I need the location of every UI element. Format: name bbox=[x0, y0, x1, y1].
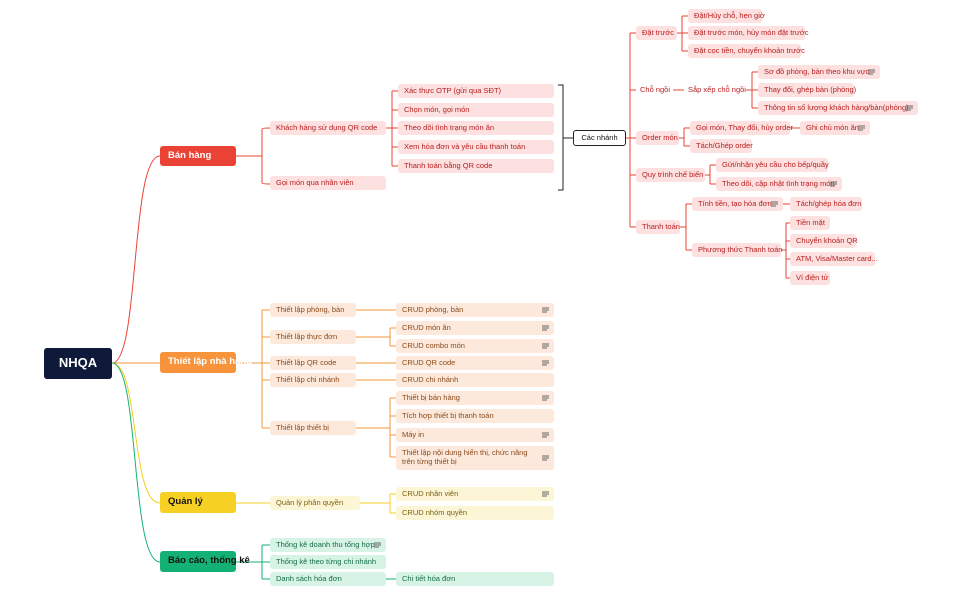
note-icon bbox=[771, 201, 778, 207]
note-icon bbox=[858, 125, 865, 131]
branch-ban-hang[interactable]: Bán hàng bbox=[160, 146, 236, 166]
node-pt-item[interactable]: ATM, Visa/Master card... bbox=[790, 252, 878, 266]
node-crud-nhan-vien[interactable]: CRUD nhân viên bbox=[396, 487, 554, 501]
note-icon bbox=[542, 455, 549, 461]
note-icon bbox=[542, 307, 549, 313]
node-thiet-lap-chi-nhanh[interactable]: Thiết lập chi nhánh bbox=[270, 373, 356, 387]
node-sap-xep-cho-ngoi[interactable]: Sắp xếp chỗ ngồi bbox=[688, 84, 746, 94]
node-crud-phong-ban[interactable]: CRUD phòng, bàn bbox=[396, 303, 554, 317]
branch-thiet-lap-nha-hang[interactable]: Thiết lập nhà hàng bbox=[160, 352, 252, 373]
note-icon bbox=[542, 432, 549, 438]
node-dat-truoc-item[interactable]: Đặt/Hủy chỗ, hẹn giờ bbox=[688, 9, 765, 23]
node-tach-ghep-order[interactable]: Tách/Ghép order bbox=[690, 139, 753, 153]
node-crud-combo-mon[interactable]: CRUD combo món bbox=[396, 339, 554, 353]
node-chi-tiet-hoa-don[interactable]: Chi tiết hóa đơn bbox=[396, 572, 554, 586]
node-danh-sach-hoa-don[interactable]: Danh sách hóa đơn bbox=[270, 572, 386, 586]
node-cac-nhanh[interactable]: Các nhánh bbox=[573, 130, 626, 146]
note-icon bbox=[542, 325, 549, 331]
branch-quan-ly[interactable]: Quản lý bbox=[160, 492, 236, 513]
node-tinh-tien[interactable]: Tính tiền, tạo hóa đơn bbox=[692, 197, 783, 211]
node-quan-ly-phan-quyen[interactable]: Quản lý phân quyền bbox=[270, 496, 360, 510]
node-thiet-lap-phong-ban[interactable]: Thiết lập phòng, bàn bbox=[270, 303, 356, 317]
node-goi-mon-nhan-vien[interactable]: Gọi món qua nhân viên bbox=[270, 176, 386, 190]
node-tach-ghep-hoa-don[interactable]: Tách/ghép hóa đơn bbox=[790, 197, 862, 211]
node-dat-truoc-item[interactable]: Đặt trước món, hủy món đặt trước bbox=[688, 26, 809, 40]
node-thiet-lap-thuc-don[interactable]: Thiết lập thực đơn bbox=[270, 330, 356, 344]
note-icon bbox=[868, 69, 875, 75]
node-thong-ke-chi-nhanh[interactable]: Thống kê theo từng chi nhánh bbox=[270, 555, 386, 569]
root-node[interactable]: NHQA bbox=[44, 348, 112, 379]
node-thiet-bi-item[interactable]: Thiết lập nội dung hiển thị, chức năng t… bbox=[396, 446, 554, 470]
note-icon bbox=[830, 181, 837, 187]
node-qr-item[interactable]: Xác thực OTP (gửi qua SĐT) bbox=[398, 84, 554, 98]
node-crud-nhom-quyen[interactable]: CRUD nhóm quyền bbox=[396, 506, 554, 520]
node-khach-hang-qr[interactable]: Khách hàng sử dụng QR code bbox=[270, 121, 386, 135]
node-pt-item[interactable]: Chuyển khoản QR bbox=[790, 234, 858, 248]
note-icon bbox=[374, 542, 381, 548]
note-icon bbox=[542, 343, 549, 349]
node-sap-xep-item[interactable]: Thông tin số lượng khách hàng/bàn(phòng) bbox=[758, 101, 918, 115]
node-crud-qr[interactable]: CRUD QR code bbox=[396, 356, 554, 370]
node-thiet-bi-item[interactable]: Thiết bị bán hàng bbox=[396, 391, 554, 405]
node-thiet-lap-thiet-bi[interactable]: Thiết lập thiết bị bbox=[270, 421, 356, 435]
node-qr-item[interactable]: Thanh toán bằng QR code bbox=[398, 159, 554, 173]
node-sap-xep-item[interactable]: Sơ đồ phòng, bàn theo khu vực bbox=[758, 65, 880, 79]
node-phuong-thuc-thanh-toan[interactable]: Phương thức Thanh toán bbox=[692, 243, 782, 257]
node-dat-truoc-item[interactable]: Đặt cọc tiền, chuyển khoản trước bbox=[688, 44, 805, 58]
node-thiet-bi-item[interactable]: Máy in bbox=[396, 428, 554, 442]
node-qr-item[interactable]: Xem hóa đơn và yêu cầu thanh toán bbox=[398, 140, 554, 154]
node-ghi-chu-mon-an[interactable]: Ghi chú món ăn bbox=[800, 121, 870, 135]
node-goi-mon-thay-doi[interactable]: Gọi món, Thay đổi, hủy order bbox=[690, 121, 793, 135]
note-icon bbox=[542, 360, 549, 366]
node-crud-mon-an[interactable]: CRUD món ăn bbox=[396, 321, 554, 335]
node-sap-xep-item[interactable]: Thay đổi, ghép bàn (phòng) bbox=[758, 83, 856, 97]
node-dat-truoc[interactable]: Đặt trước bbox=[636, 26, 677, 40]
note-icon bbox=[542, 491, 549, 497]
node-cho-ngoi[interactable]: Chỗ ngồi bbox=[640, 84, 671, 94]
node-thong-ke-tong-hop[interactable]: Thống kê doanh thu tổng hợp bbox=[270, 538, 386, 552]
node-quy-trinh-item[interactable]: Gửi/nhận yêu cầu cho bếp/quầy bbox=[716, 158, 829, 172]
node-qr-item[interactable]: Chọn món, gọi món bbox=[398, 103, 554, 117]
node-quy-trinh-che-bien[interactable]: Quy trình chế biến bbox=[636, 168, 705, 182]
note-icon bbox=[906, 105, 913, 111]
node-crud-chi-nhanh[interactable]: CRUD chi nhánh bbox=[396, 373, 554, 387]
node-order-mon[interactable]: Order món bbox=[636, 131, 679, 145]
node-quy-trinh-item[interactable]: Theo dõi, cập nhật tình trạng món bbox=[716, 177, 842, 191]
note-icon bbox=[542, 395, 549, 401]
node-thiet-bi-item[interactable]: Tích hợp thiết bị thanh toán bbox=[396, 409, 554, 423]
node-thiet-lap-qr[interactable]: Thiết lập QR code bbox=[270, 356, 356, 370]
node-pt-item[interactable]: Ví điện tử bbox=[790, 271, 830, 285]
node-pt-item[interactable]: Tiền mặt bbox=[790, 216, 830, 230]
node-qr-item[interactable]: Theo dõi tình trạng món ăn bbox=[398, 121, 554, 135]
node-thanh-toan[interactable]: Thanh toán bbox=[636, 220, 680, 234]
branch-bao-cao[interactable]: Báo cáo, thống kê bbox=[160, 551, 250, 572]
